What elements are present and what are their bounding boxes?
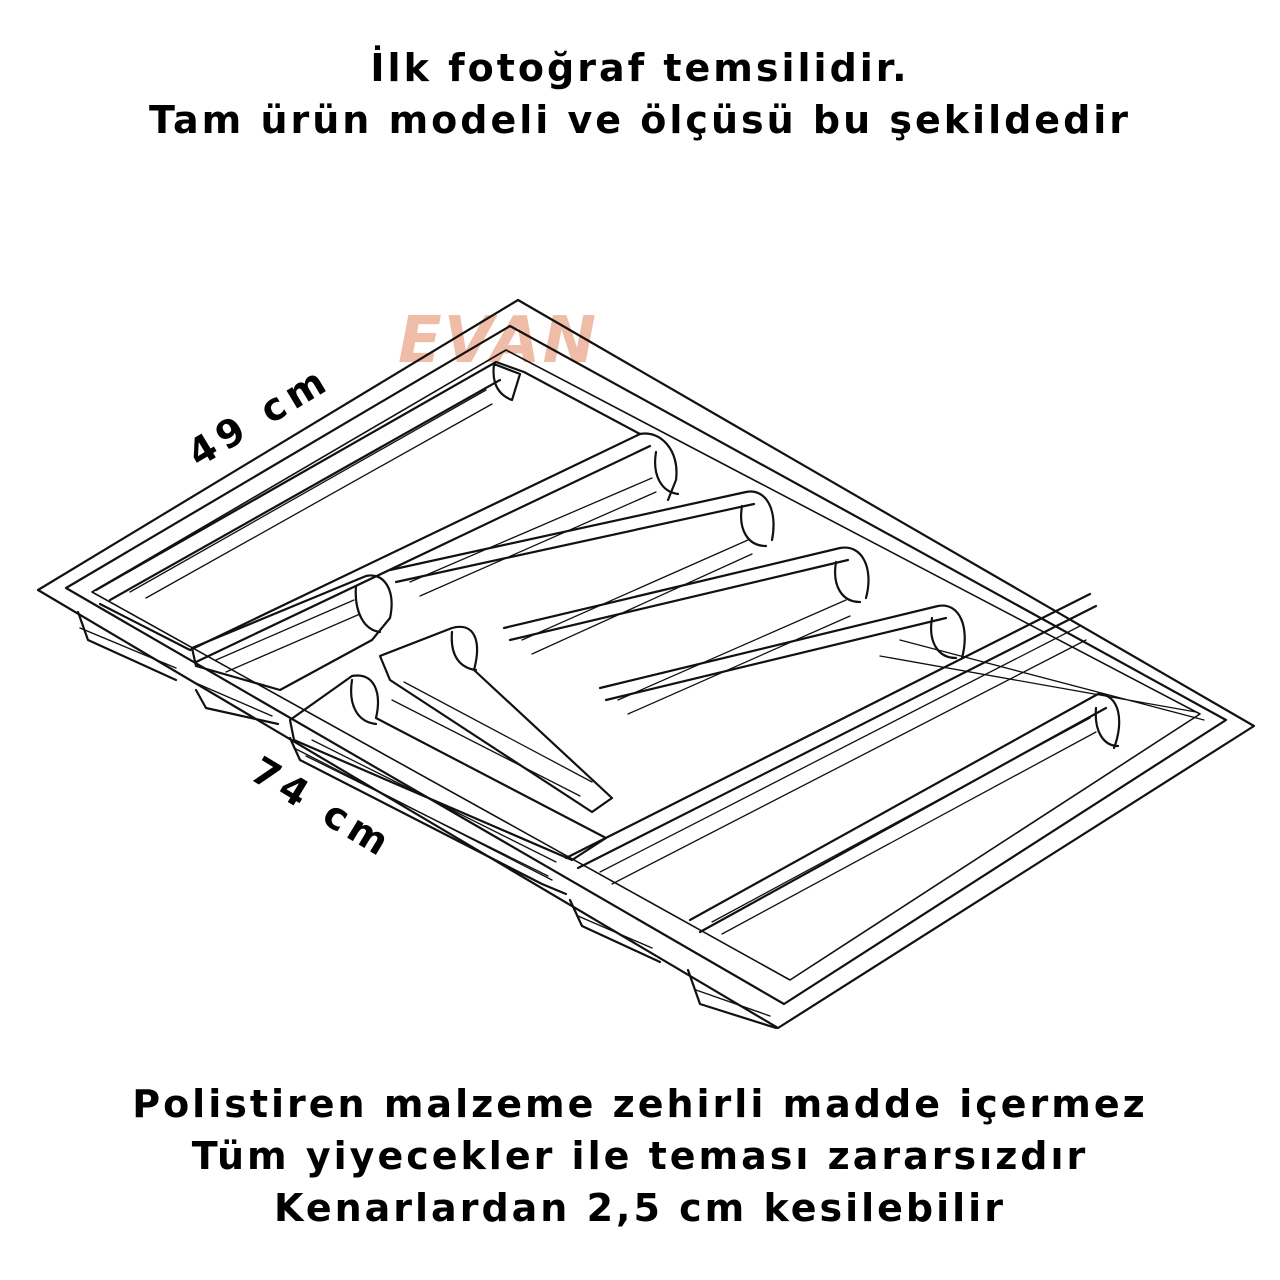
compartment-left-1 <box>192 575 392 690</box>
compartment-back-long <box>96 362 640 650</box>
footer-line-1: Polistiren malzeme zehirli madde içermez <box>132 1082 1148 1126</box>
footer-line-2: Tüm yiyecekler ile teması zararsızdır <box>191 1134 1089 1178</box>
footer-line-3: Kenarlardan 2,5 cm kesilebilir <box>274 1186 1006 1230</box>
divider-caps <box>351 364 1118 746</box>
header-caption: İlk fotoğraf temsilidir. Tam ürün modeli… <box>0 42 1280 146</box>
depth-dimension-label: 49 cm <box>180 357 338 476</box>
tray-rim-inner <box>66 326 1226 1004</box>
compartment-left-3 <box>290 675 606 860</box>
floor-lines <box>130 390 1204 934</box>
tray-rim-outer <box>38 300 1254 1028</box>
divider-long <box>566 594 1096 868</box>
divider-5 <box>690 694 1119 932</box>
tray-underside-left <box>78 612 776 1028</box>
width-dimension-label: 74 cm <box>243 748 401 867</box>
tray-outline <box>38 300 1254 1028</box>
compartment-left-2 <box>380 627 612 812</box>
divider-1 <box>190 433 677 662</box>
tray-floor-edge <box>92 350 1200 980</box>
footer-caption: Polistiren malzeme zehirli madde içermez… <box>0 1078 1280 1234</box>
divider-3 <box>504 548 868 640</box>
header-line-1: İlk fotoğraf temsilidir. <box>370 46 910 90</box>
divider-4 <box>600 606 965 700</box>
divider-2 <box>390 492 774 582</box>
header-line-2: Tam ürün modeli ve ölçüsü bu şekildedir <box>148 98 1132 142</box>
watermark-logo: EVAN <box>398 304 598 378</box>
